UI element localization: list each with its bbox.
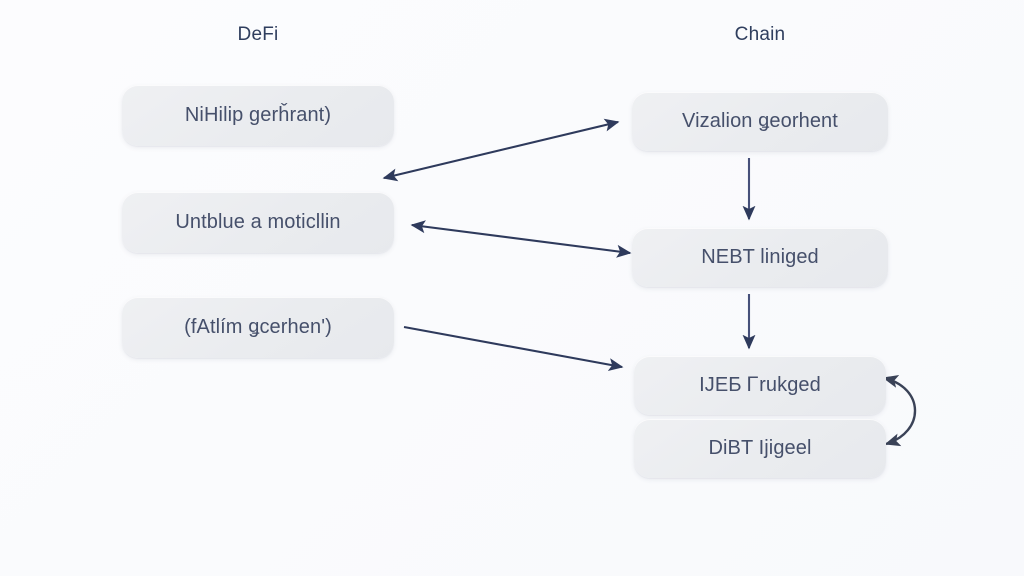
node-label: DiBT Ijigeel [708,437,812,459]
edge-r3-r4-curved [882,374,917,447]
edge-r2-l2 [410,220,632,258]
node-chain-2[interactable]: NEBT liniged [632,228,888,287]
node-chain-1[interactable]: Vizalion ǥeorhent [632,92,888,151]
node-defi-1[interactable]: NiHilip ɡerȟrant) [122,85,394,146]
edge-l1-r1 [382,118,620,182]
node-defi-3[interactable]: (fAtlím ǥcerhen') [122,297,394,358]
node-label: NEBT liniged [701,246,819,268]
node-chain-4[interactable]: DiBT Ijigeel [634,419,886,478]
node-chain-3[interactable]: IJEƂ Ꮁrukɡed [634,356,886,415]
node-label: NiHilip ɡerȟrant) [184,104,332,126]
node-label: Vizalion ǥeorhent [682,110,838,132]
edge-l3-r3 [403,325,624,371]
node-defi-2[interactable]: Untblue a moticllin [122,192,394,253]
node-label: IJEƂ Ꮁrukɡed [699,374,821,396]
node-label: (fAtlím ǥcerhen') [184,316,332,338]
column-header-chain: Chain [734,24,786,45]
node-label: Untblue a moticllin [175,211,341,233]
column-header-defi: DeFi [237,24,279,45]
